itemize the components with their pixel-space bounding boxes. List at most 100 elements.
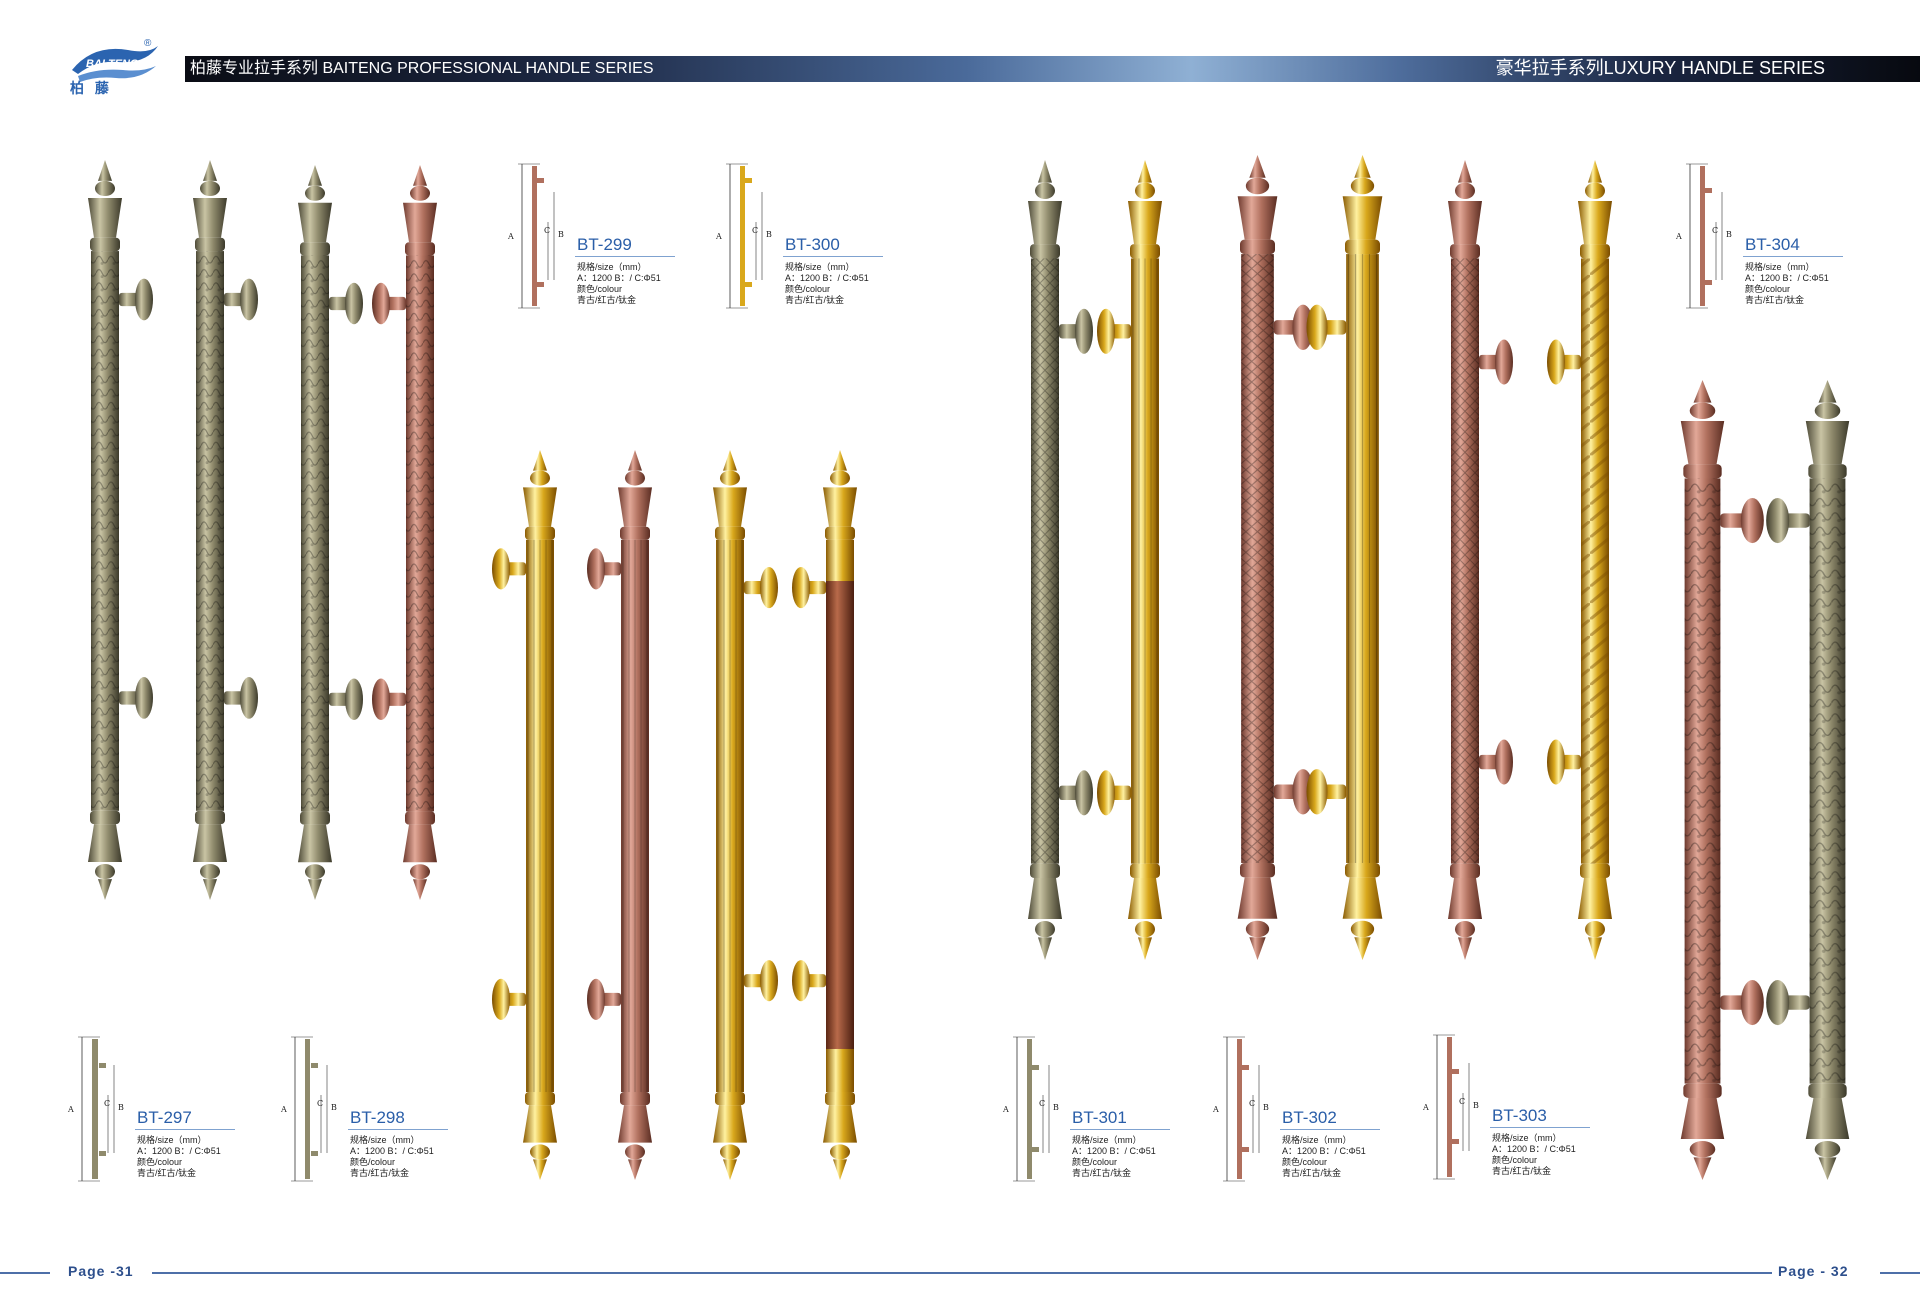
model-number: BT-298 (350, 1108, 405, 1127)
handle-bt-298-red-bronze (372, 165, 465, 900)
colour-label: 颜色/colour (785, 284, 831, 294)
handle-bt-299-red-bronze (587, 450, 680, 1180)
dim-a-label: A (68, 1105, 74, 1114)
spec-bt-298: A C B BT-298 规格/size（mm） A：1200 B：/ C:Φ5… (281, 1035, 493, 1185)
handle-bt-302-red-bronze (1205, 155, 1314, 960)
size-label: 规格/size（mm） (350, 1135, 420, 1145)
size-value: A：1200 B：/ C:Φ51 (1492, 1144, 1576, 1154)
logo-chinese-text: 柏 藤 (70, 81, 112, 97)
header-band (185, 56, 1920, 82)
colour-label: 颜色/colour (1282, 1157, 1328, 1167)
colour-value: 青古/红古/钛金 (137, 1168, 197, 1178)
model-underline (783, 256, 883, 257)
dim-b-label: B (331, 1103, 337, 1112)
right-series-title: 豪华拉手系列LUXURY HANDLE SERIES (1495, 58, 1825, 78)
footer-rule-right (1880, 1272, 1920, 1274)
colour-label: 颜色/colour (1745, 284, 1791, 294)
model-number: BT-301 (1072, 1108, 1127, 1127)
colour-value: 青古/红古/钛金 (1492, 1166, 1552, 1176)
dim-b-label: B (1726, 230, 1732, 239)
dim-b-label: B (1053, 1103, 1059, 1112)
size-value: A：1200 B：/ C:Φ51 (137, 1146, 221, 1156)
colour-value: 青古/红古/钛金 (1072, 1168, 1132, 1178)
size-label: 规格/size（mm） (137, 1135, 207, 1145)
dim-b-label: B (1263, 1103, 1269, 1112)
handle-bt-304-red-bronze (1645, 380, 1764, 1180)
model-number: BT-303 (1492, 1106, 1547, 1125)
dim-a-label: A (1676, 232, 1682, 241)
model-underline (135, 1129, 235, 1130)
size-label: 规格/size（mm） (785, 262, 855, 272)
dim-b-label: B (118, 1103, 124, 1112)
dimension-drawing-icon (726, 163, 763, 309)
dimension-drawing-icon (1223, 1036, 1260, 1182)
dim-c-label: C (1712, 226, 1719, 235)
page-number-left: Page -31 (68, 1263, 134, 1279)
dim-c-label: C (1249, 1099, 1256, 1108)
dim-a-label: A (508, 232, 514, 241)
colour-label: 颜色/colour (350, 1157, 396, 1167)
model-underline (1280, 1129, 1380, 1130)
registered-mark: ® (144, 38, 152, 49)
dimension-drawing-icon (518, 163, 555, 309)
footer-rule-center (152, 1272, 1772, 1274)
size-value: A：1200 B：/ C:Φ51 (785, 273, 869, 283)
size-label: 规格/size（mm） (1072, 1135, 1142, 1145)
colour-value: 青古/红古/钛金 (1745, 295, 1805, 305)
size-label: 规格/size（mm） (1282, 1135, 1352, 1145)
handle-bt-301-gold (1097, 160, 1190, 960)
model-underline (1490, 1127, 1590, 1128)
model-underline (575, 256, 675, 257)
model-number: BT-302 (1282, 1108, 1337, 1127)
handle-bt-299-gold (492, 450, 585, 1180)
handle-bt-297-bronze (60, 160, 153, 900)
model-underline (1070, 1129, 1170, 1130)
dim-b-label: B (558, 230, 564, 239)
spec-bt-302: A C B BT-302 规格/size（mm） A：1200 B：/ C:Φ5… (1213, 1035, 1425, 1185)
dimension-drawing-icon (78, 1036, 115, 1182)
spec-bt-299: A C B BT-299 规格/size（mm） A：1200 B：/ C:Φ5… (508, 162, 720, 312)
handle-bt-300-wood-gold (792, 450, 885, 1180)
dim-a-label: A (281, 1105, 287, 1114)
colour-label: 颜色/colour (1492, 1155, 1538, 1165)
dimension-drawing-icon (291, 1036, 328, 1182)
dim-a-label: A (1003, 1105, 1009, 1114)
dimension-drawing-icon (1013, 1036, 1050, 1182)
dim-c-label: C (104, 1099, 111, 1108)
size-value: A：1200 B：/ C:Φ51 (1072, 1146, 1156, 1156)
model-number: BT-300 (785, 235, 840, 254)
colour-value: 青古/红古/钛金 (577, 295, 637, 305)
size-label: 规格/size（mm） (577, 262, 647, 272)
spec-bt-301: A C B BT-301 规格/size（mm） A：1200 B：/ C:Φ5… (1003, 1035, 1215, 1185)
model-number: BT-297 (137, 1108, 192, 1127)
size-label: 规格/size（mm） (1745, 262, 1815, 272)
handle-bt-304-bronze (1766, 380, 1885, 1180)
handle-bt-298-bronze (270, 165, 363, 900)
size-label: 规格/size（mm） (1492, 1133, 1562, 1143)
dim-b-label: B (1473, 1101, 1479, 1110)
size-value: A：1200 B：/ C:Φ51 (577, 273, 661, 283)
handle-bt-301-bronze (1000, 160, 1093, 960)
colour-value: 青古/红古/钛金 (1282, 1168, 1342, 1178)
dim-b-label: B (766, 230, 772, 239)
colour-label: 颜色/colour (137, 1157, 183, 1167)
handle-bt-297-bronze-b (165, 160, 258, 900)
handle-bt-303-gold (1547, 160, 1640, 960)
dim-a-label: A (1423, 1103, 1429, 1112)
model-underline (1743, 256, 1843, 257)
page-number-right: Page - 32 (1778, 1263, 1849, 1279)
model-number: BT-304 (1745, 235, 1800, 254)
size-value: A：1200 B：/ C:Φ51 (1282, 1146, 1366, 1156)
dim-c-label: C (544, 226, 551, 235)
handle-bt-302-gold (1306, 155, 1415, 960)
footer-rule-left (0, 1272, 50, 1274)
colour-label: 颜色/colour (1072, 1157, 1118, 1167)
dim-c-label: C (1459, 1097, 1466, 1106)
dimension-drawing-icon (1433, 1034, 1470, 1180)
spec-bt-297: A C B BT-297 规格/size（mm） A：1200 B：/ C:Φ5… (68, 1035, 280, 1185)
baiteng-logo-icon: BAI TENG (72, 46, 158, 82)
size-value: A：1200 B：/ C:Φ51 (1745, 273, 1829, 283)
size-value: A：1200 B：/ C:Φ51 (350, 1146, 434, 1156)
model-number: BT-299 (577, 235, 632, 254)
dim-a-label: A (716, 232, 722, 241)
